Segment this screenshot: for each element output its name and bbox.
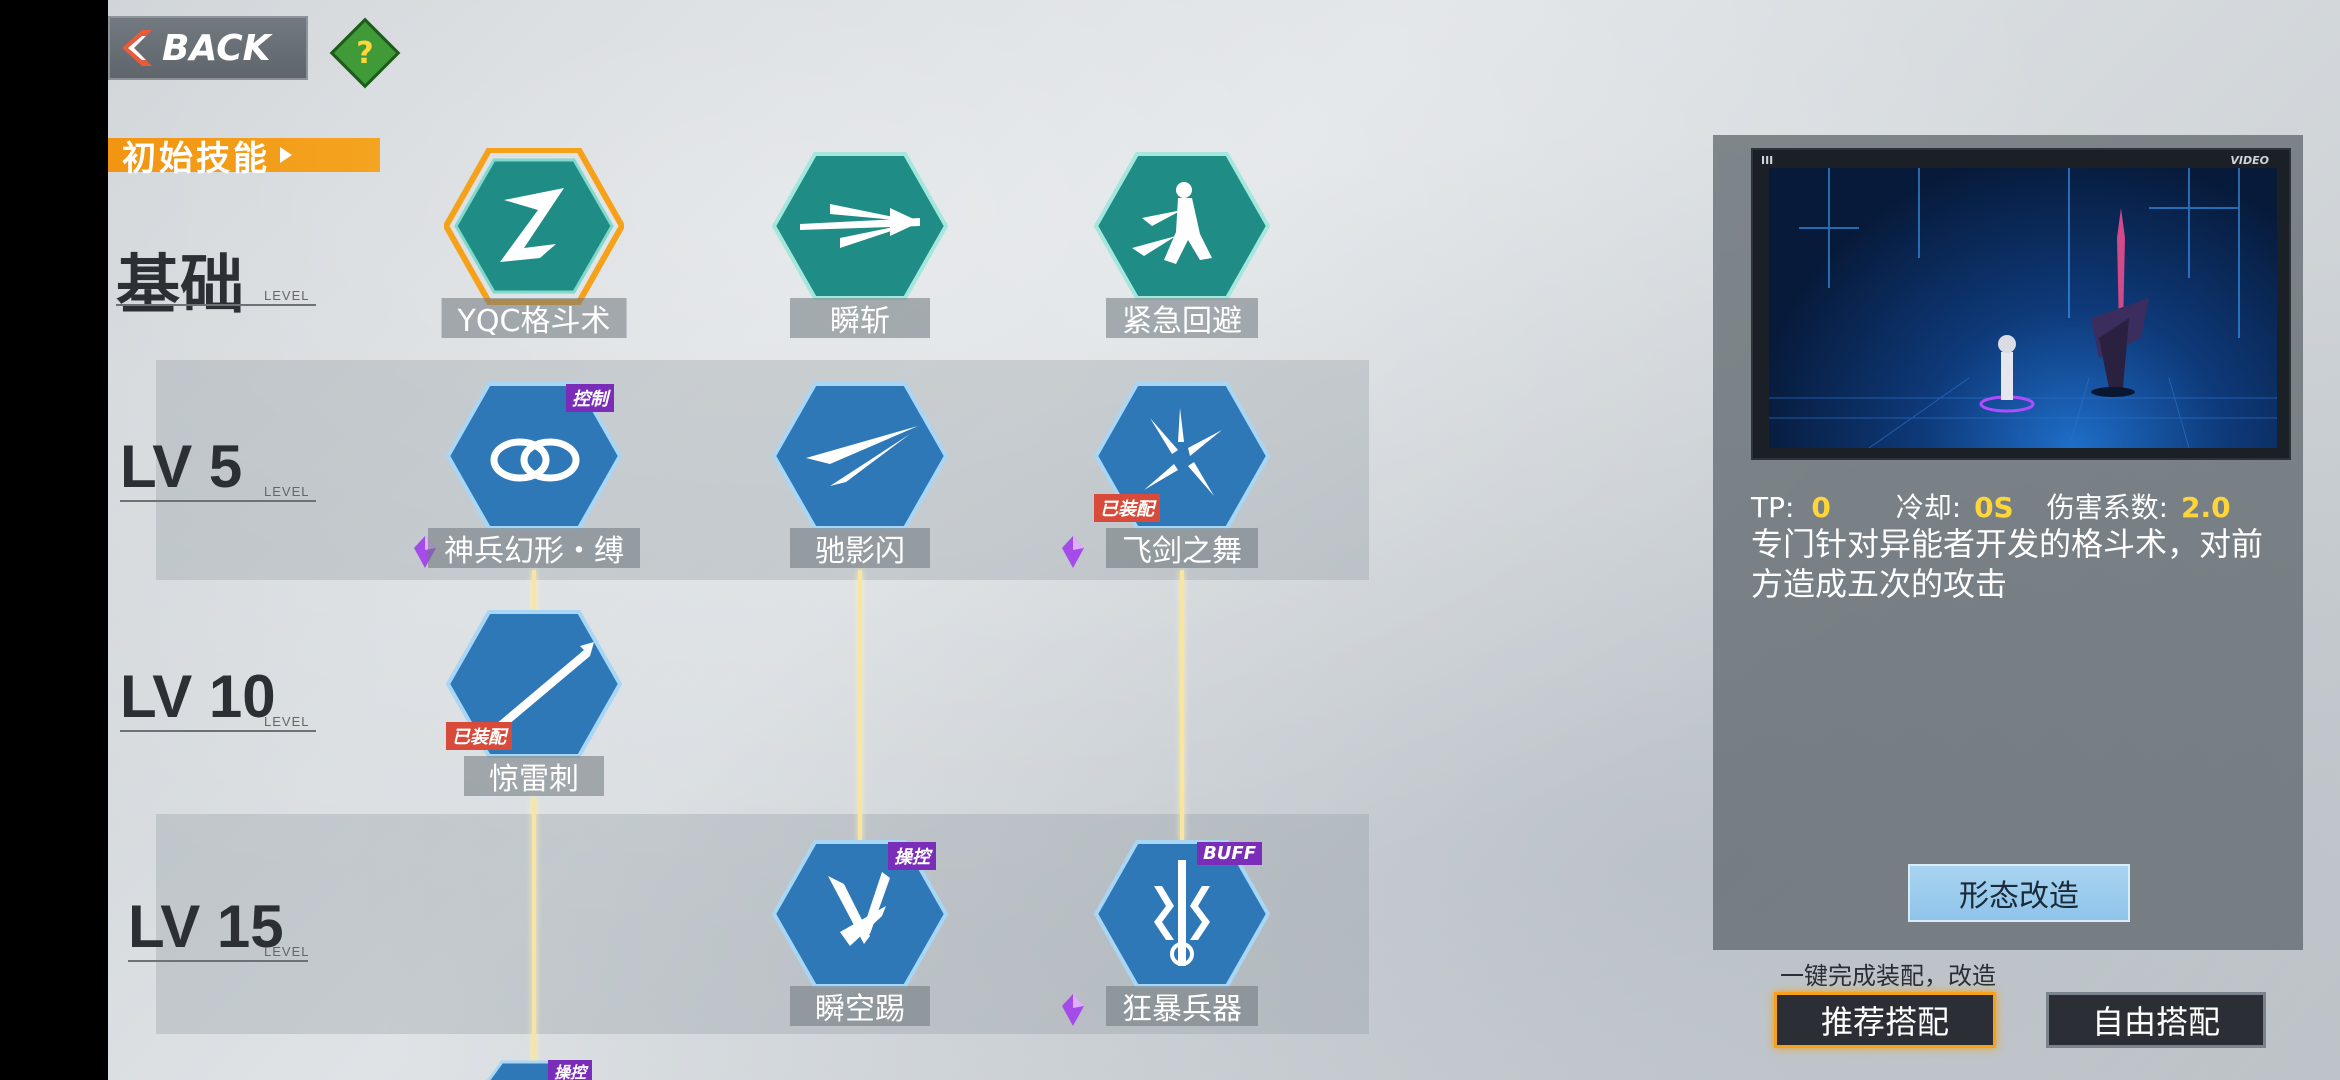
row-label-base: 基础 LEVEL — [116, 234, 316, 326]
berserk-weapon-icon — [1154, 860, 1210, 966]
help-icon: ? — [356, 35, 374, 71]
video-corner-label: III — [1761, 154, 1774, 167]
skill-name: 狂暴兵器 — [1106, 986, 1258, 1027]
row-label-lv15: LV 15 LEVEL — [128, 893, 310, 962]
skill-shunzhan[interactable]: 瞬斩 — [770, 148, 950, 368]
thunder-spear-icon — [496, 642, 594, 730]
skill-shenbing[interactable]: 控制 神兵幻形・缚 — [414, 378, 640, 598]
skill-jinji[interactable]: 紧急回避 — [1092, 148, 1272, 368]
skill-hex — [771, 382, 949, 530]
skill-tag-badge: BUFF — [1197, 842, 1262, 865]
damage-value: 2.0 — [2180, 491, 2231, 524]
player-character-icon — [2001, 352, 2013, 400]
skill-hex — [445, 610, 623, 758]
skill-chiying[interactable]: 驰影闪 — [770, 378, 950, 598]
air-kick-icon — [828, 872, 890, 946]
gem-icon — [1062, 536, 1084, 568]
back-label: BACK — [162, 27, 271, 69]
free-setup-button[interactable]: 自由搭配 — [2046, 992, 2266, 1048]
skill-name: 惊雷刺 — [464, 756, 604, 797]
row-label-lv5: LV 5 LEVEL — [120, 432, 316, 502]
triangle-icon — [280, 147, 292, 163]
row-label-lv10: LV 10 LEVEL — [120, 662, 316, 732]
skill-yqc[interactable]: YQC格斗术 — [441, 148, 627, 368]
back-arrow-icon — [122, 30, 152, 66]
recommended-setup-button[interactable]: 推荐搭配 — [1774, 992, 1996, 1048]
skill-tag-badge: 操控 — [888, 842, 936, 870]
skill-preview-video[interactable]: III VIDEO — [1751, 148, 2291, 460]
video-scene — [1769, 168, 2277, 448]
shadow-flash-icon — [806, 426, 918, 486]
skill-jingleici[interactable]: 已装配 惊雷刺 — [444, 606, 624, 826]
skill-feijian[interactable]: 已装配 飞剑之舞 — [1062, 378, 1272, 598]
damage-label: 伤害系数: — [2046, 491, 2169, 524]
tp-label: TP: — [1751, 491, 1795, 524]
gem-icon — [1062, 994, 1084, 1026]
video-frame — [1769, 168, 2277, 448]
skill-name: 瞬斩 — [790, 298, 930, 339]
skill-name: 瞬空踢 — [790, 986, 930, 1027]
connector-line — [532, 798, 536, 1080]
skill-shunkong[interactable]: 操控 瞬空踢 — [770, 836, 950, 1056]
skill-name: 驰影闪 — [790, 528, 930, 569]
skill-name: 飞剑之舞 — [1106, 528, 1258, 569]
skill-hex-selected — [444, 148, 624, 305]
skill-description: 专门针对异能者开发的格斗术，对前方造成五次的攻击 — [1751, 525, 2264, 603]
yqc-icon — [500, 188, 564, 262]
skill-kuangbao[interactable]: BUFF 狂暴兵器 — [1062, 836, 1272, 1056]
skill-name: 紧急回避 — [1106, 298, 1258, 339]
back-button[interactable]: BACK — [108, 16, 308, 80]
connector-line — [532, 570, 536, 612]
evade-figure-icon — [1132, 182, 1212, 264]
cooldown-label: 冷却: — [1895, 491, 1962, 524]
cooldown-value: 0S — [1974, 491, 2014, 524]
skill-name: 神兵幻形・缚 — [428, 528, 640, 569]
tp-value: 0 — [1811, 491, 1831, 524]
dash-slash-icon — [800, 204, 920, 248]
skill-tag-badge: 控制 — [566, 384, 614, 412]
flying-swords-icon — [1144, 408, 1222, 496]
enemy-character-icon — [2099, 318, 2129, 388]
skill-stats: TP: 0 冷却: 0S 伤害系数: 2.0 — [1751, 486, 2231, 526]
skill-hex — [1093, 152, 1271, 300]
transform-button[interactable]: 形态改造 — [1908, 864, 2130, 922]
skill-tag-badge: 操控 — [547, 1060, 592, 1080]
initial-skills-label: 初始技能 — [108, 138, 380, 179]
skill-tree-screen: BACK ? 初始技能 基础 LEVEL LV 5 LEVEL LV 10 LE… — [108, 0, 2340, 1080]
equipped-badge: 已装配 — [446, 722, 512, 750]
skill-hex — [771, 152, 949, 300]
connector-line — [1180, 570, 1184, 842]
skill-partial[interactable]: 操控 — [472, 1060, 592, 1080]
connector-line — [858, 570, 862, 842]
skill-name: YQC格斗术 — [441, 298, 627, 339]
equipped-badge: 已装配 — [1094, 494, 1160, 522]
skill-hex — [771, 840, 949, 988]
binding-chain-icon — [490, 438, 580, 482]
video-label: VIDEO — [2230, 154, 2269, 167]
quick-equip-hint: 一键完成装配，改造 — [1780, 962, 1996, 990]
